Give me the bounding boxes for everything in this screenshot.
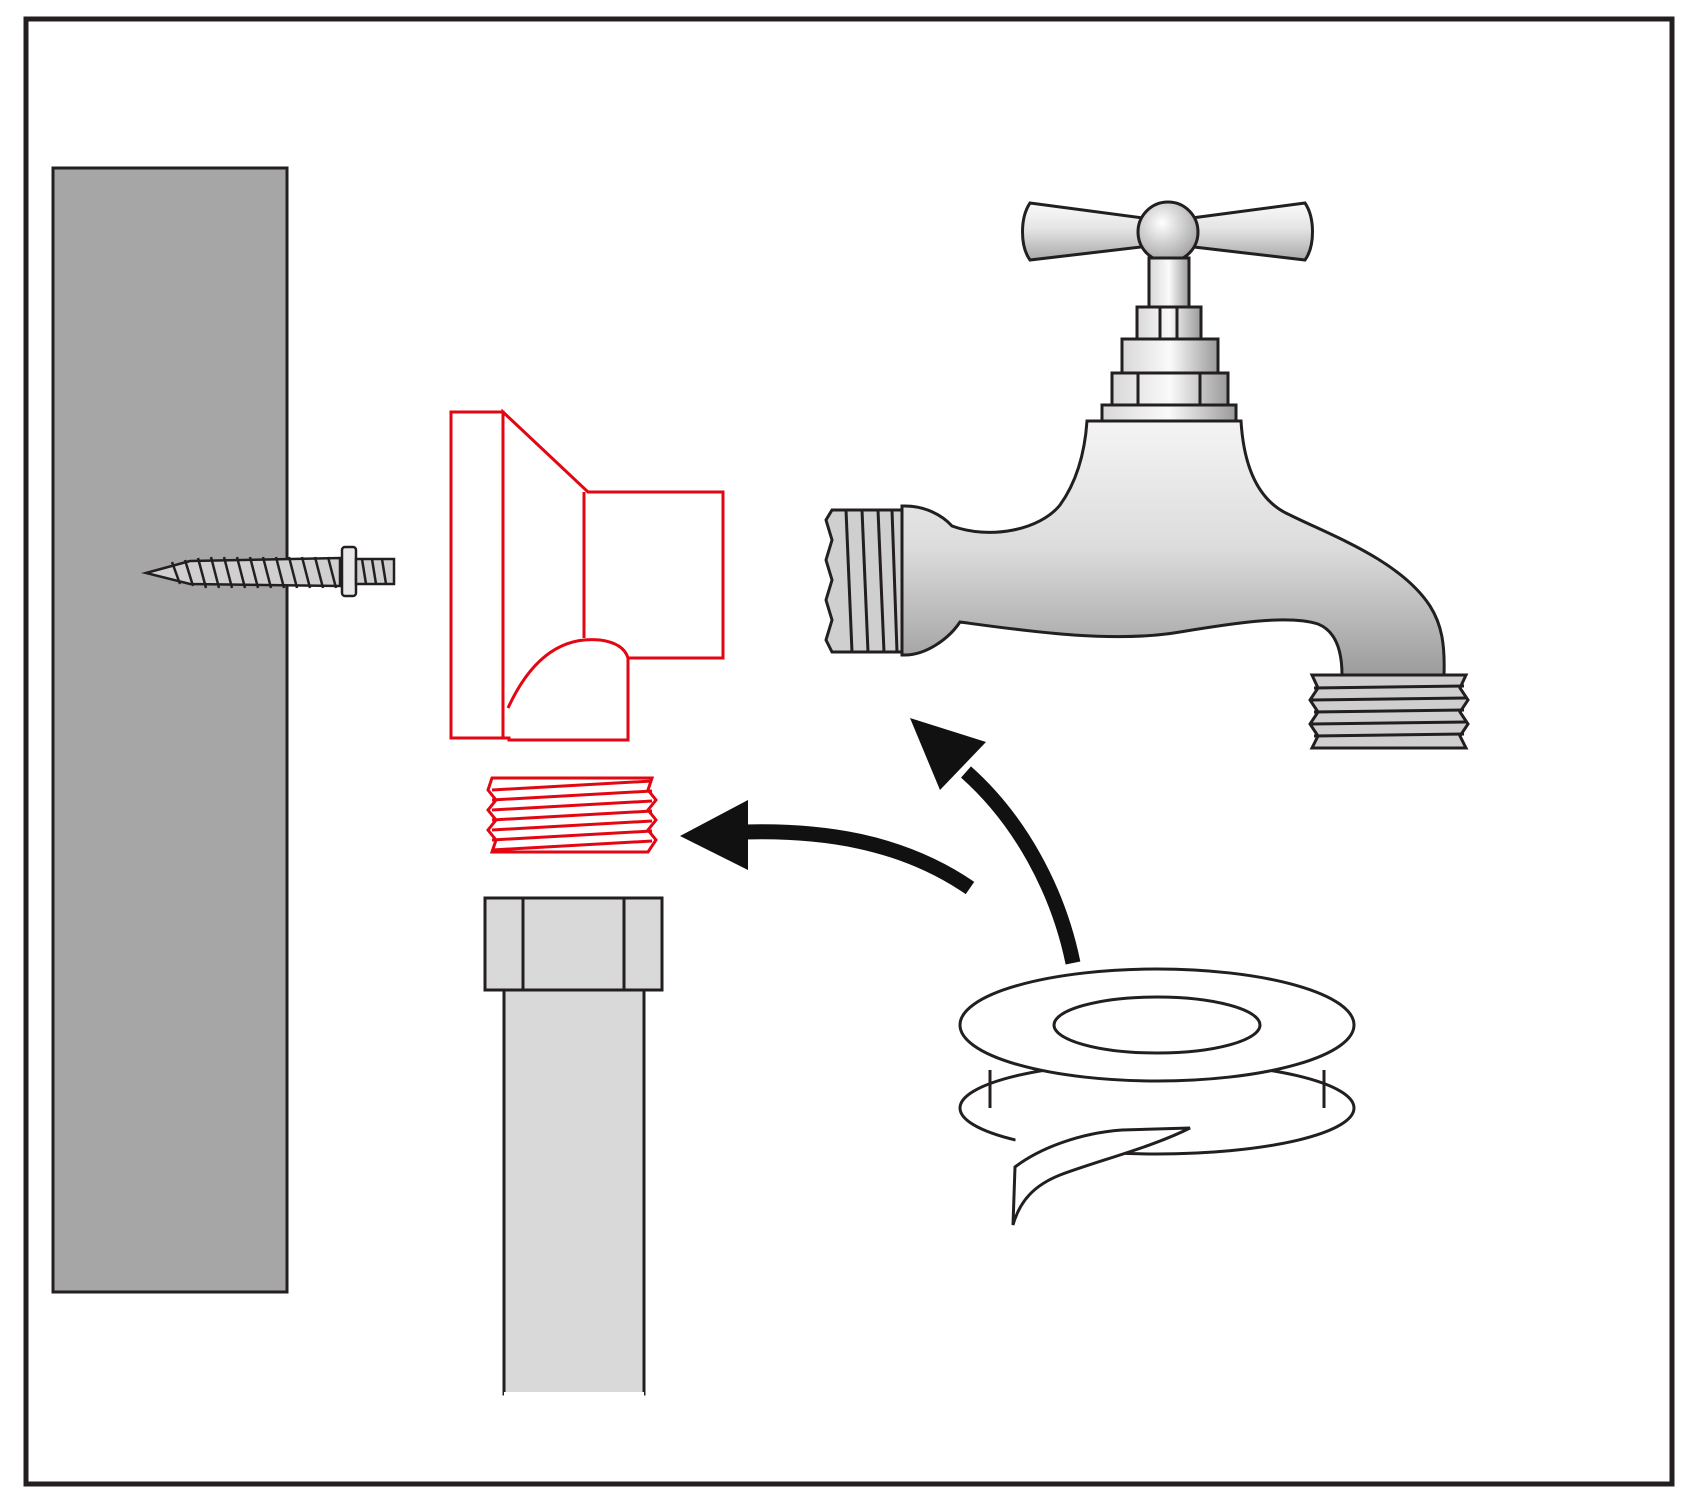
pipe-nut-icon [483,896,664,992]
faucet-body [900,419,1446,677]
faucet-icon [824,200,1470,750]
wall-panel [51,166,289,1294]
tape-roll-icon [958,967,1356,1226]
pipe-assembly [483,896,664,1398]
t-bracket-icon [449,408,725,854]
pipe-icon [502,988,646,1396]
faucet-inlet-thread [824,508,904,654]
faucet-handle [1021,201,1160,262]
faucet-outlet-thread [1308,673,1470,750]
bracket-body [501,408,725,742]
diagram-frame [23,16,1675,1487]
curved-arrow-icon [910,718,1081,965]
curved-arrow-icon [680,800,975,895]
screw-icon [141,545,396,598]
bracket-plate [449,410,505,740]
